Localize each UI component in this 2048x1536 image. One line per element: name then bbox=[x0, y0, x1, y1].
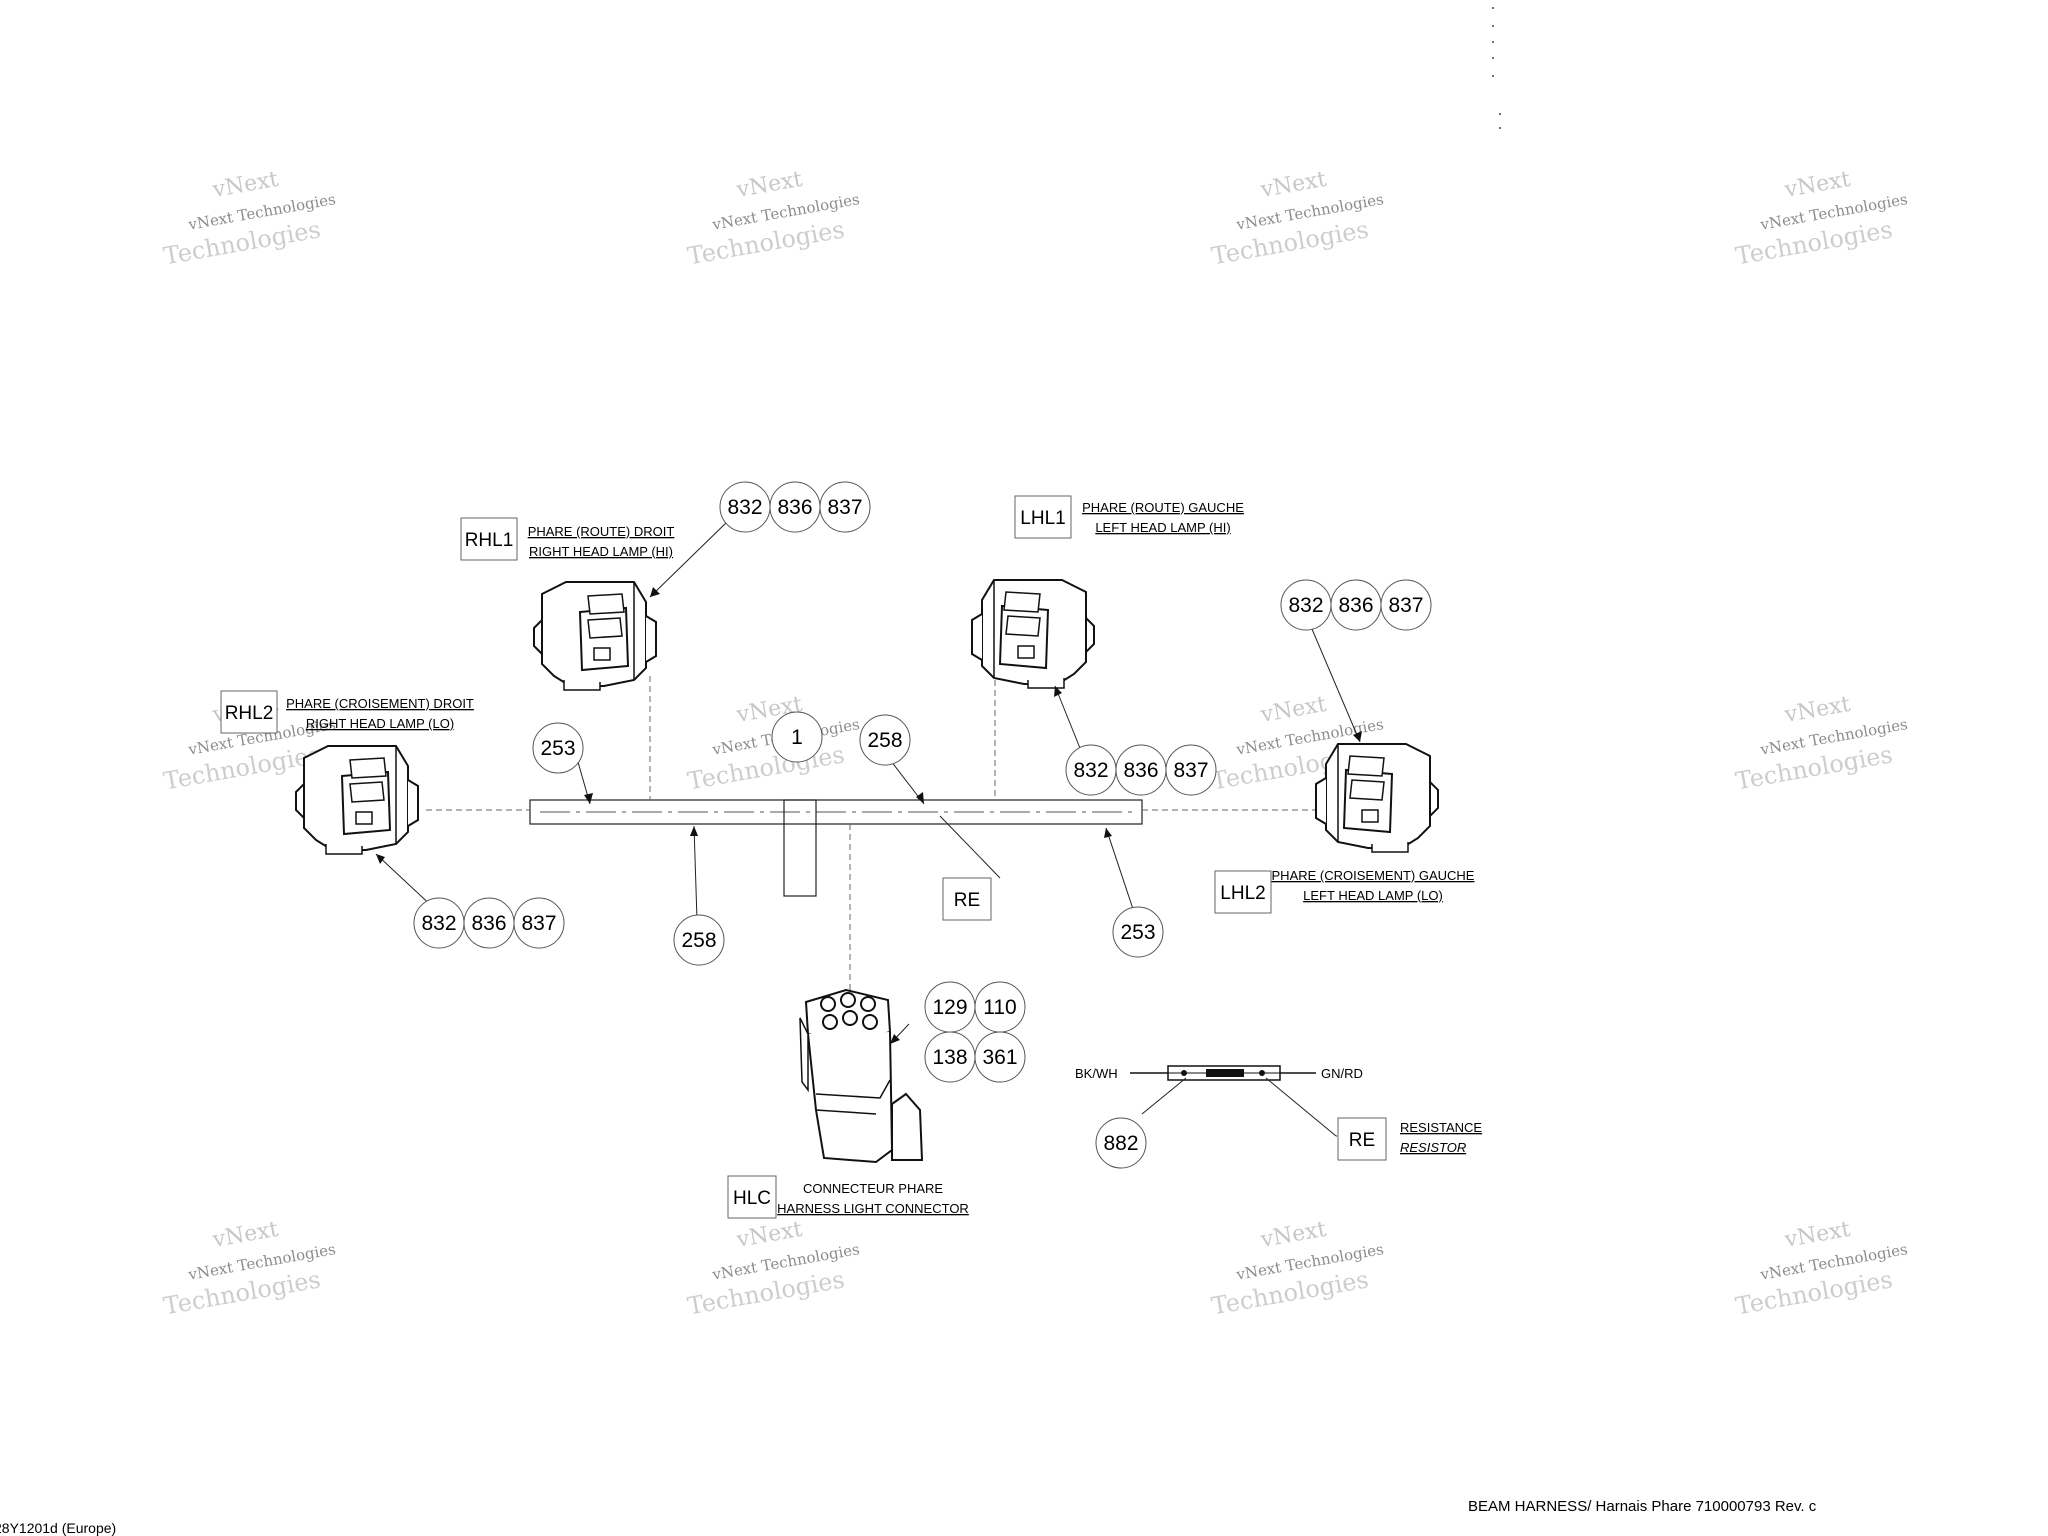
rhl2-french-label: PHARE (CROISEMENT) DROIT bbox=[286, 696, 474, 711]
hlc-english-label: HARNESS LIGHT CONNECTOR bbox=[777, 1201, 969, 1216]
rhl1-french-label: PHARE (ROUTE) DROIT bbox=[528, 524, 675, 539]
watermark-text: vNext bbox=[1258, 1217, 1328, 1253]
resistor-code: RE bbox=[1349, 1130, 1375, 1151]
resistor-english-label: RESISTOR bbox=[1400, 1140, 1466, 1155]
resistor-french-label: RESISTANCE bbox=[1400, 1120, 1482, 1135]
drawing-title: BEAM HARNESS/ Harnais Phare 710000793 Re… bbox=[1468, 1498, 1817, 1515]
lhl1-label-group: LHL1 PHARE (ROUTE) GAUCHE LEFT HEAD LAMP… bbox=[1014, 495, 1244, 539]
watermark-text: vNext bbox=[734, 1217, 804, 1253]
resistor-wire-right: GN/RD bbox=[1321, 1066, 1363, 1081]
callout-rhl2-b: 836 bbox=[471, 912, 506, 935]
rhl2-lamp-icon bbox=[295, 745, 419, 855]
resistor-wire-left: BK/WH bbox=[1075, 1066, 1118, 1081]
callout-harness-item: 1 bbox=[791, 726, 803, 749]
leader-arrowheads bbox=[376, 587, 1362, 1044]
callout-rhl2-a: 832 bbox=[421, 912, 456, 935]
lhl1-code: LHL1 bbox=[1020, 508, 1065, 529]
watermark-text: vNext bbox=[734, 167, 804, 203]
lhl2-english-label: LEFT HEAD LAMP (LO) bbox=[1303, 888, 1443, 903]
resistor-symbol: BK/WH GN/RD bbox=[1075, 1065, 1363, 1081]
callout-left-253: 253 bbox=[540, 737, 575, 760]
rhl2-label-group: RHL2 PHARE (CROISEMENT) DROIT RIGHT HEAD… bbox=[220, 690, 474, 734]
hlc-code: HLC bbox=[733, 1188, 771, 1209]
callout-lhl1-a: 832 bbox=[1073, 759, 1108, 782]
rhl1-lamp-icon bbox=[533, 581, 657, 691]
callout-lhl1-b: 836 bbox=[1123, 759, 1158, 782]
callout-hlc-110: 110 bbox=[983, 996, 1016, 1019]
lhl2-label-group: LHL2 PHARE (CROISEMENT) GAUCHE LEFT HEAD… bbox=[1214, 868, 1475, 914]
rhl1-label-group: RHL1 PHARE (ROUTE) DROIT RIGHT HEAD LAMP… bbox=[460, 517, 675, 561]
watermark-text: vNext bbox=[210, 1217, 280, 1253]
single-callouts: 1 253 258 258 253 882 bbox=[532, 711, 1164, 1169]
rhl2-english-label: RIGHT HEAD LAMP (LO) bbox=[306, 716, 454, 731]
lhl1-french-label: PHARE (ROUTE) GAUCHE bbox=[1082, 500, 1244, 515]
callout-hlc-361: 361 bbox=[982, 1046, 1017, 1069]
harness-trunk bbox=[426, 660, 1320, 996]
lhl1-english-label: LEFT HEAD LAMP (HI) bbox=[1095, 520, 1230, 535]
re-trunk-box: RE bbox=[942, 877, 992, 921]
lhl1-callouts: 832 836 837 bbox=[1065, 744, 1217, 796]
callout-circle-group: 832 836 837 832 836 837 832 836 837 832 … bbox=[413, 481, 1432, 1169]
rhl1-english-label: RIGHT HEAD LAMP (HI) bbox=[529, 544, 673, 559]
lhl1-lamp-icon bbox=[971, 579, 1095, 689]
callout-lhl2-b: 836 bbox=[1338, 594, 1373, 617]
watermark-text: vNext bbox=[1258, 167, 1328, 203]
callout-hlc-138: 138 bbox=[932, 1046, 967, 1069]
watermark-text: vNext bbox=[1782, 1217, 1852, 1253]
callout-bottom-258: 258 bbox=[681, 929, 716, 952]
hlc-connector-icon bbox=[799, 988, 924, 1164]
watermark-text: vNext bbox=[210, 167, 280, 203]
rhl2-callouts: 832 836 837 bbox=[413, 897, 565, 949]
rhl1-callouts: 832 836 837 bbox=[719, 481, 871, 533]
callout-top-258: 258 bbox=[867, 729, 902, 752]
callout-rhl1-a: 832 bbox=[727, 496, 762, 519]
rhl1-code: RHL1 bbox=[465, 530, 514, 551]
lhl2-lamp-icon bbox=[1315, 743, 1439, 853]
re-trunk-code: RE bbox=[954, 890, 980, 911]
top-dot-marks bbox=[1492, 7, 1501, 129]
hlc-french-label: CONNECTEUR PHARE bbox=[803, 1181, 943, 1196]
leader-lines bbox=[375, 519, 1361, 1137]
lhl2-french-label: PHARE (CROISEMENT) GAUCHE bbox=[1272, 868, 1475, 883]
callout-rhl2-c: 837 bbox=[521, 912, 556, 935]
hlc-callouts: 129 110 138 361 bbox=[924, 981, 1026, 1083]
watermark-text: vNext bbox=[1258, 692, 1328, 728]
callout-lhl2-c: 837 bbox=[1388, 594, 1423, 617]
callout-rhl1-c: 837 bbox=[827, 496, 862, 519]
callout-rhl1-b: 836 bbox=[777, 496, 812, 519]
lhl2-top-callouts: 832 836 837 bbox=[1280, 579, 1432, 631]
lhl2-code: LHL2 bbox=[1220, 883, 1265, 904]
re-resistor-label-group: RE RESISTANCE RESISTOR bbox=[1337, 1117, 1482, 1161]
watermark-text: vNext bbox=[1782, 167, 1852, 203]
callout-lhl1-c: 837 bbox=[1173, 759, 1208, 782]
callout-resistor-882: 882 bbox=[1103, 1132, 1138, 1155]
rhl2-code: RHL2 bbox=[225, 703, 274, 724]
hlc-label-group: HLC CONNECTEUR PHARE HARNESS LIGHT CONNE… bbox=[727, 1175, 969, 1219]
callout-hlc-129: 129 bbox=[932, 996, 967, 1019]
watermark-text: vNext bbox=[1782, 692, 1852, 728]
callout-lhl2-a: 832 bbox=[1288, 594, 1323, 617]
model-code: 28Y1201d (Europe) bbox=[0, 1520, 117, 1536]
callout-right-253: 253 bbox=[1120, 921, 1155, 944]
